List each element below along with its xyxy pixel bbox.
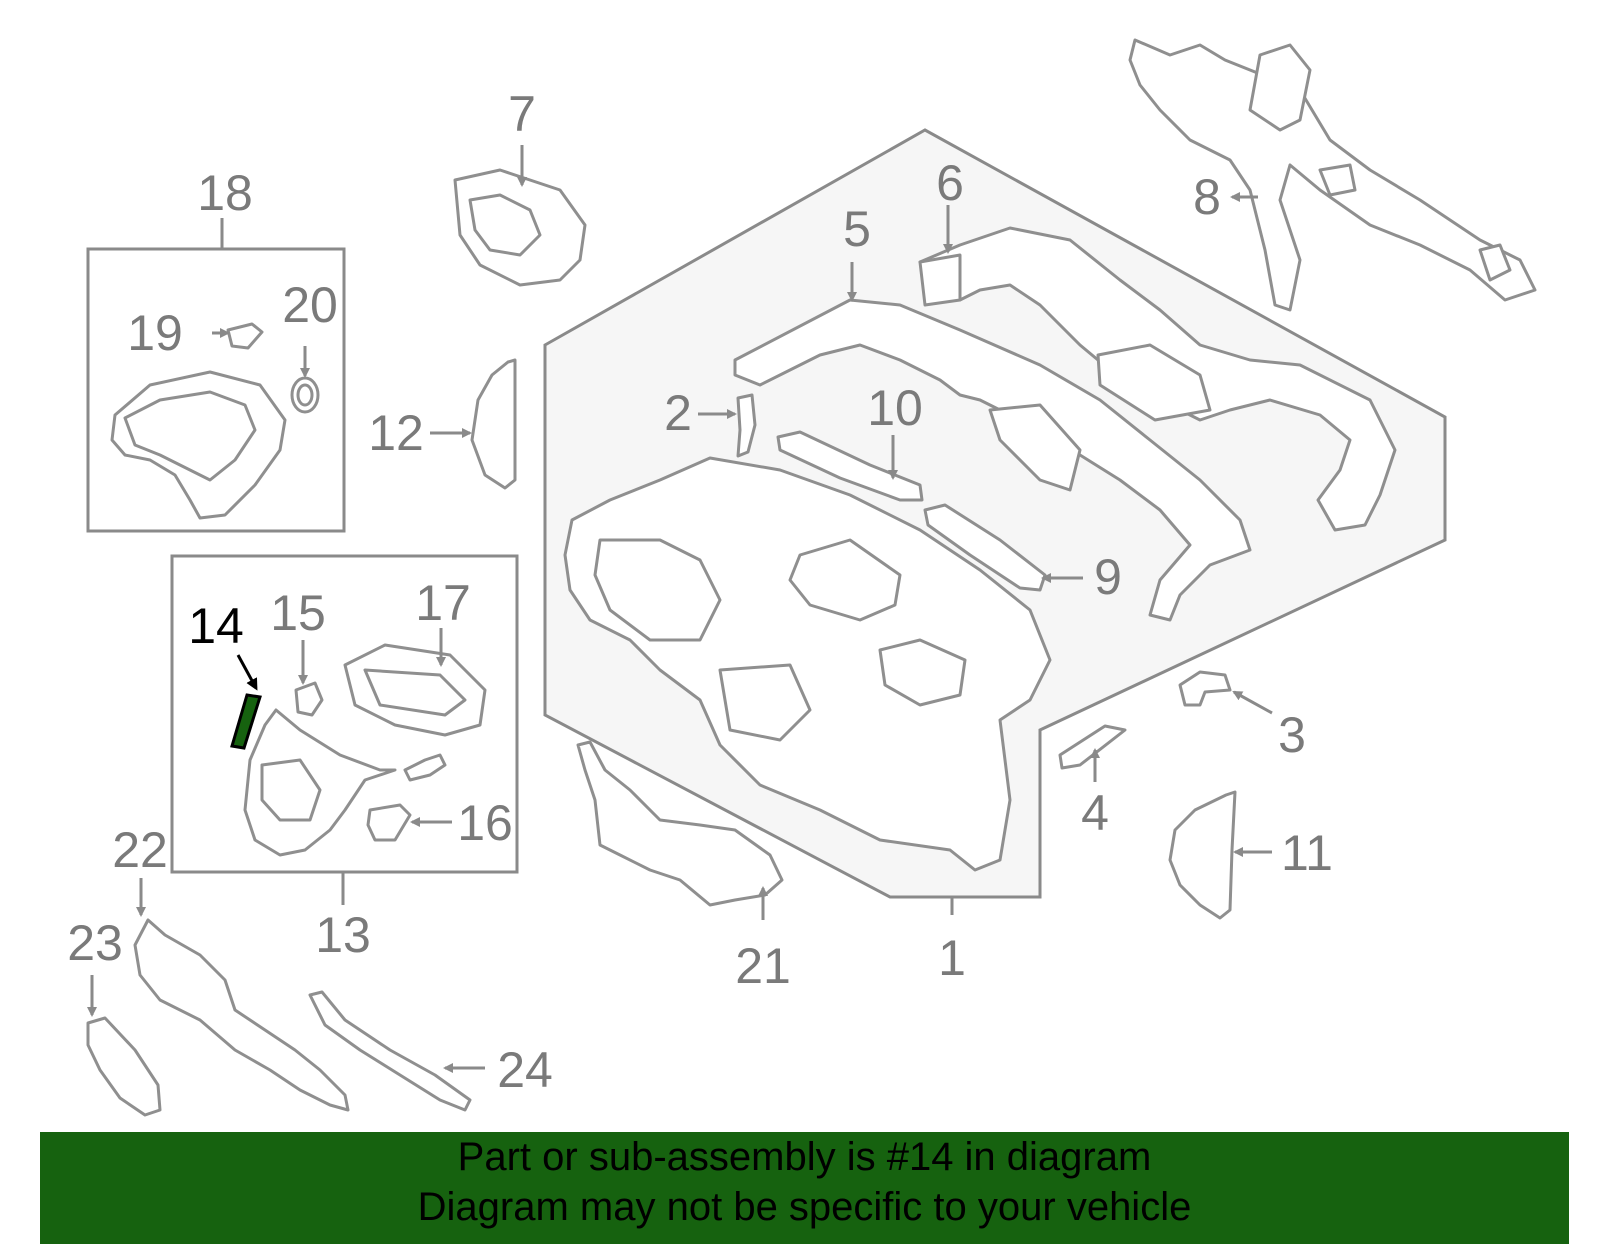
callout-22: 22: [112, 822, 168, 878]
part-5-upper-duct[interactable]: [733, 298, 1252, 622]
callout-13: 13: [315, 907, 371, 963]
part-18-cluster-hood[interactable]: [110, 370, 287, 520]
callout-4: 4: [1081, 785, 1109, 841]
banner-line-1: Part or sub-assembly is #14 in diagram: [457, 1135, 1152, 1179]
part-6-duct[interactable]: [918, 226, 1397, 532]
part-15-clip[interactable]: [294, 681, 324, 717]
callout-15: 15: [270, 585, 326, 641]
callout-16: 16: [457, 795, 513, 851]
callout-12: 12: [368, 405, 424, 461]
callout-20: 20: [282, 277, 338, 333]
part-19-clip[interactable]: [226, 322, 264, 350]
callout-17: 17: [415, 575, 471, 631]
callout-6: 6: [936, 155, 964, 211]
part-4-strip[interactable]: [1058, 724, 1127, 770]
part-11-end-cover[interactable]: [1168, 790, 1237, 920]
part-23-cover[interactable]: [86, 1016, 162, 1117]
part-20-ring[interactable]: [290, 376, 320, 414]
group-box-18: [86, 247, 346, 533]
callout-19: 19: [127, 305, 183, 361]
part-17-vent[interactable]: [343, 643, 487, 737]
part-12-side-cover[interactable]: [470, 358, 517, 490]
callout-21: 21: [735, 938, 791, 994]
part-14-leader: [236, 654, 258, 691]
callout-7: 7: [508, 86, 536, 142]
part-13-center-fascia[interactable]: [243, 708, 397, 857]
callout-8: 8: [1193, 169, 1221, 225]
callout-18: 18: [197, 165, 253, 221]
callout-24: 24: [497, 1042, 553, 1098]
part-10-strip[interactable]: [776, 430, 924, 502]
part-8-crossmember[interactable]: [1128, 38, 1537, 312]
callout-10: 10: [867, 380, 923, 436]
callout-1: 1: [938, 930, 966, 986]
callout-14: 14: [188, 598, 244, 654]
part-14-highlight[interactable]: [230, 693, 262, 750]
part-3-clip[interactable]: [1178, 670, 1232, 707]
part-22-lower-crash-pad[interactable]: [133, 918, 350, 1112]
part-2-bracket[interactable]: [736, 393, 757, 458]
callout-23: 23: [67, 915, 123, 971]
callout-9: 9: [1094, 549, 1122, 605]
callout-2: 2: [664, 385, 692, 441]
banner-line-2: Diagram may not be specific to your vehi…: [417, 1185, 1192, 1229]
callout-5: 5: [843, 201, 871, 257]
part-24-bracket[interactable]: [308, 990, 472, 1112]
screw: [403, 753, 447, 782]
callout-3: 3: [1278, 707, 1306, 763]
info-banner: Part or sub-assembly is #14 in diagram D…: [40, 1132, 1569, 1244]
callout-11: 11: [1281, 825, 1333, 881]
part-9-strip[interactable]: [923, 503, 1047, 592]
part-1-crash-pad[interactable]: [563, 456, 1052, 872]
part-16-switch[interactable]: [366, 803, 412, 842]
part-7-airbag[interactable]: [453, 168, 587, 287]
